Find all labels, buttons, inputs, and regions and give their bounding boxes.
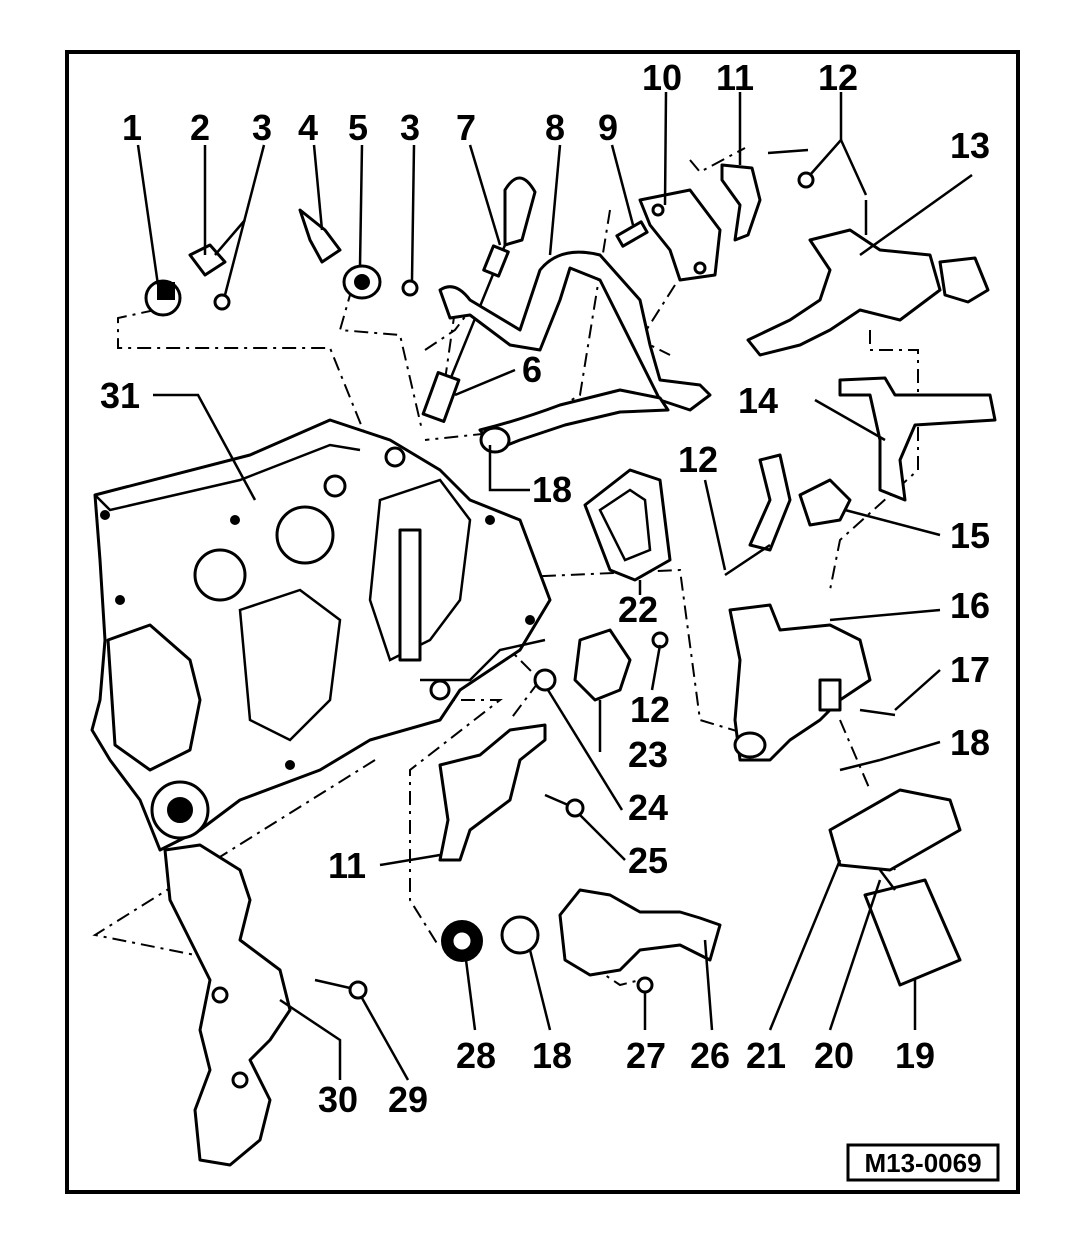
callout-7: 7 — [456, 107, 476, 148]
callout-18: 18 — [532, 469, 572, 510]
callout-11b: 11 — [328, 845, 366, 886]
callout-10: 10 — [642, 57, 682, 98]
callout-17: 17 — [950, 649, 990, 690]
coolant-pipe — [438, 250, 712, 454]
callout-26: 26 — [690, 1035, 730, 1076]
callout-27: 27 — [626, 1035, 666, 1076]
bracket-top — [615, 148, 868, 282]
callout-3: 3 — [252, 107, 272, 148]
callout-15: 15 — [950, 515, 990, 556]
callout-18b: 18 — [950, 722, 990, 763]
callout-30: 30 — [318, 1079, 358, 1120]
callout-18c: 18 — [532, 1035, 572, 1076]
callout-12: 12 — [818, 57, 858, 98]
callout-14: 14 — [738, 380, 778, 421]
callout-19: 19 — [895, 1035, 935, 1076]
callout-13: 13 — [950, 125, 990, 166]
sensor-15 — [724, 453, 852, 577]
callout-5: 5 — [348, 107, 368, 148]
callout-3b: 3 — [400, 107, 420, 148]
bracket-14 — [838, 376, 997, 502]
callout-23: 23 — [628, 734, 668, 775]
thermostat-housing — [728, 603, 872, 762]
callout-9: 9 — [598, 107, 618, 148]
callout-24: 24 — [628, 787, 668, 828]
mounting-bracket-30 — [163, 843, 368, 1167]
callout-11: 11 — [716, 57, 754, 98]
filter-assembly — [828, 788, 962, 987]
callout-22: 22 — [618, 589, 658, 630]
gasket-22 — [583, 468, 672, 582]
callout-28: 28 — [456, 1035, 496, 1076]
flange-and-seals — [441, 888, 722, 994]
callout-4: 4 — [298, 107, 318, 148]
callout-8: 8 — [545, 107, 565, 148]
callout-25: 25 — [628, 840, 668, 881]
small-parts-middle — [438, 628, 896, 862]
engine-block — [90, 418, 552, 852]
callout-1: 1 — [122, 107, 142, 148]
callout-16: 16 — [950, 585, 990, 626]
callout-12c: 12 — [630, 689, 670, 730]
callout-29: 29 — [388, 1079, 428, 1120]
figure-code-box: M13-0069 — [846, 1143, 1000, 1182]
callout-labels: 1 2 3 4 5 3 7 8 9 10 11 12 13 6 31 14 18… — [100, 57, 990, 1120]
callout-6: 6 — [522, 349, 542, 390]
leader-lines — [136, 91, 973, 1081]
callout-2: 2 — [190, 107, 210, 148]
callout-12b: 12 — [678, 439, 718, 480]
diagram-frame — [65, 50, 1020, 1194]
sensor-bracket-13 — [746, 228, 990, 357]
callout-31: 31 — [100, 375, 140, 416]
figure-code: M13-0069 — [864, 1148, 981, 1178]
callout-21: 21 — [746, 1035, 786, 1076]
callout-20: 20 — [814, 1035, 854, 1076]
sensor-group-left — [144, 208, 419, 317]
